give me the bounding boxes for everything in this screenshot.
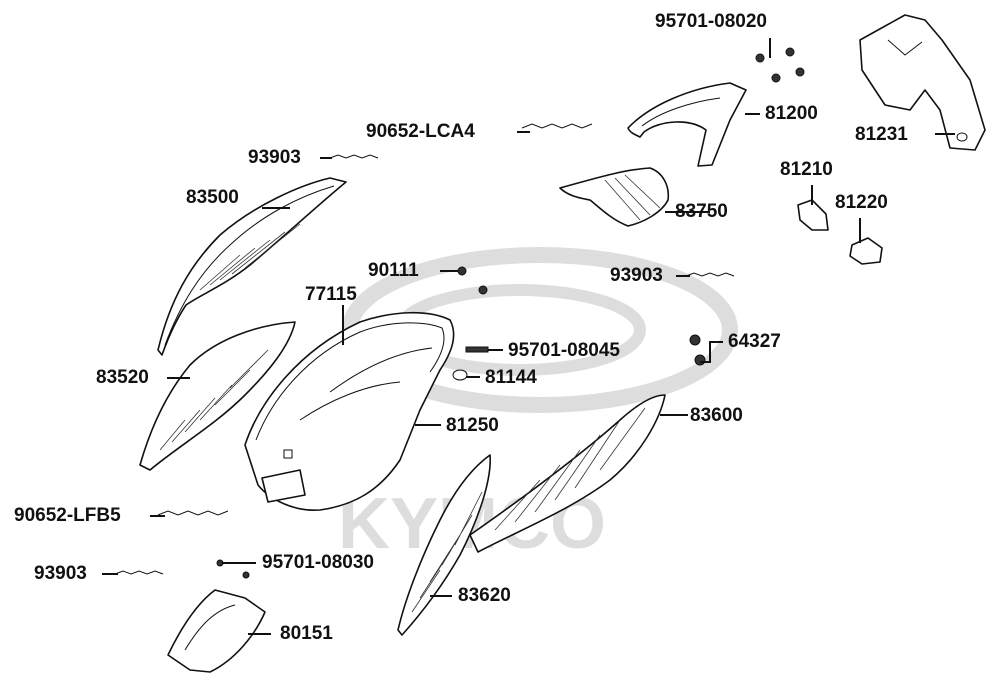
callout-83600: 83600	[690, 405, 743, 426]
callout-95701-08020: 95701-08020	[655, 11, 767, 32]
callout-80151: 80151	[280, 623, 333, 644]
callout-95701-08030: 95701-08030	[262, 552, 374, 573]
callout-83520: 83520	[96, 367, 149, 388]
fasteners	[114, 47, 805, 579]
callout-77115: 77115	[305, 284, 357, 305]
callout-81144: 81144	[485, 367, 537, 388]
callout-83620: 83620	[458, 585, 511, 606]
callout-93903-middle: 93903	[610, 265, 663, 286]
callout-90111: 90111	[368, 260, 419, 281]
callout-64327: 64327	[728, 331, 781, 352]
callout-81210: 81210	[780, 159, 833, 180]
callout-93903-top: 93903	[248, 147, 301, 168]
leader-lines	[102, 38, 955, 635]
callout-83750: 83750	[675, 201, 728, 222]
part-80151	[167, 589, 266, 673]
part-83600	[469, 394, 666, 553]
part-83520	[139, 321, 296, 471]
callout-93903-bottom: 93903	[34, 563, 87, 584]
callout-83500: 83500	[186, 187, 239, 208]
part-81200-carrier	[627, 82, 747, 167]
callout-90652-LFB5: 90652-LFB5	[14, 505, 121, 526]
part-77115-helmet-box	[244, 311, 455, 511]
callout-81250: 81250	[446, 415, 499, 436]
callout-81220: 81220	[835, 192, 888, 213]
callout-81231: 81231	[855, 124, 908, 145]
part-81220	[849, 237, 883, 265]
callout-90652-LCA4: 90652-LCA4	[366, 121, 475, 142]
part-83750	[559, 167, 670, 227]
part-83620	[397, 454, 491, 636]
callout-81200: 81200	[765, 103, 818, 124]
part-81231-bracket	[859, 14, 986, 151]
part-83500	[157, 177, 347, 356]
callout-95701-08045: 95701-08045	[508, 340, 620, 361]
